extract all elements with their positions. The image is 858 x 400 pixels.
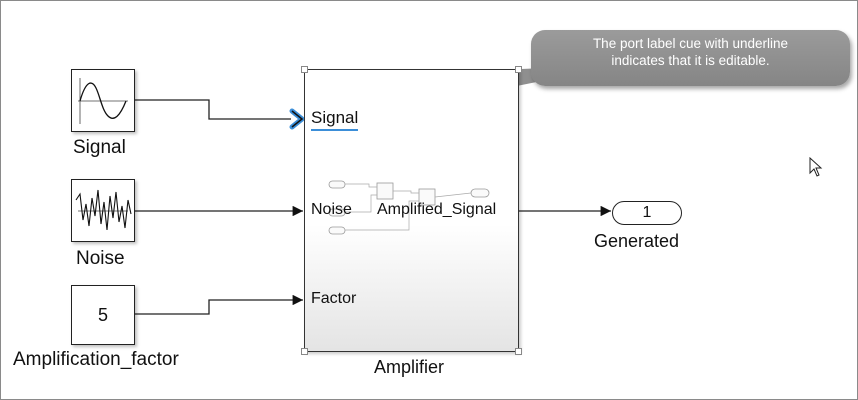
amplification-factor-block[interactable]: 5	[71, 285, 135, 345]
signal-port-highlight	[289, 108, 305, 130]
resize-handle-bl[interactable]	[301, 348, 308, 355]
subsystem-preview-icon	[328, 180, 490, 235]
noise-wave-icon	[75, 189, 132, 231]
callout-line-1: The port label cue with underline	[592, 36, 789, 51]
resize-handle-tl[interactable]	[301, 66, 308, 73]
sine-wave-icon	[78, 78, 128, 124]
output-port-amplified-signal[interactable]: Amplified_Signal	[377, 201, 497, 218]
resize-handle-tr[interactable]	[515, 66, 522, 73]
noise-block[interactable]	[71, 179, 135, 242]
generated-outport-block[interactable]: 1	[612, 201, 682, 225]
amplifier-block-label: Amplifier	[374, 357, 445, 377]
input-port-signal[interactable]: Signal	[311, 108, 359, 131]
mouse-pointer-icon	[809, 157, 823, 177]
amplification-factor-label: Amplification_factor	[13, 349, 179, 370]
signal-block-label: Signal	[73, 137, 126, 158]
noise-block-label: Noise	[76, 248, 125, 269]
factor-wire[interactable]	[134, 294, 303, 315]
input-port-noise[interactable]: Noise	[311, 201, 352, 218]
callout-line-2: indicates that it is editable.	[611, 53, 770, 68]
resize-handle-br[interactable]	[515, 348, 522, 355]
amplifier-subsystem[interactable]	[301, 66, 522, 355]
input-port-factor[interactable]: Factor	[311, 290, 357, 307]
generated-block-label: Generated	[594, 231, 680, 251]
signal-block[interactable]	[71, 69, 135, 132]
callout-tooltip: The port label cue with underline indica…	[531, 30, 850, 86]
signal-wire[interactable]	[134, 99, 291, 120]
